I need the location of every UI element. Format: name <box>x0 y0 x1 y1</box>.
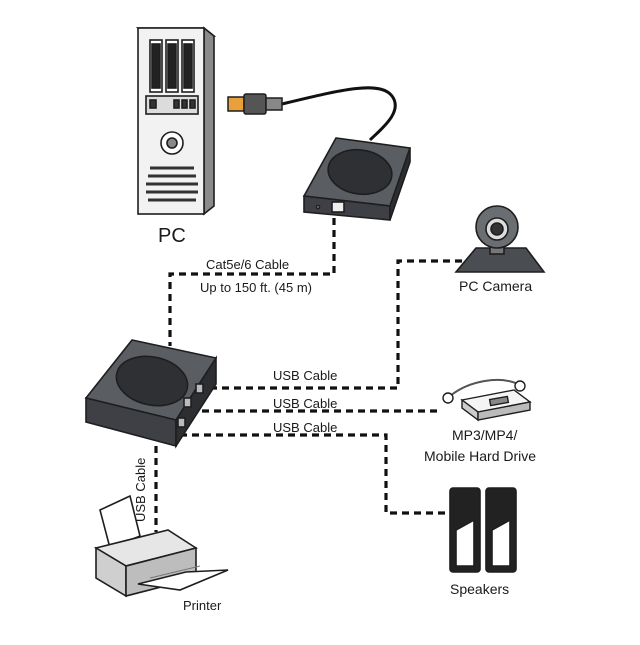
dashed-cables <box>154 218 462 532</box>
local-usb-hub-icon <box>84 339 218 449</box>
cat5e-cable <box>168 218 336 346</box>
printer-icon <box>93 494 229 598</box>
pc-camera-label: PC Camera <box>459 278 533 294</box>
remote-extender-unit-icon <box>302 137 412 221</box>
speakers-label: Speakers <box>450 581 510 597</box>
usb-cable-label-speakers: USB Cable <box>273 420 338 435</box>
printer-label: Printer <box>183 598 222 613</box>
cat-cable-label-line1: Cat5e/6 Cable <box>206 257 290 272</box>
mp3-device-icon <box>442 379 532 422</box>
pc-label: PC <box>158 225 186 247</box>
pc-usb-cable <box>227 86 397 142</box>
pc-tower-icon <box>135 26 217 216</box>
usb-cable-label-camera: USB Cable <box>273 368 338 383</box>
mp3-label-line1: MP3/MP4/ <box>452 427 518 443</box>
mp3-label-line2: Mobile Hard Drive <box>424 448 537 464</box>
speakers-icon <box>449 487 517 573</box>
usb-plug-icon <box>227 96 245 112</box>
pc-camera-icon <box>454 205 546 273</box>
cat-cable-label-line2: Up to 150 ft. (45 m) <box>200 280 312 295</box>
usb-cable-label-mp3: USB Cable <box>273 396 338 411</box>
usb-cable-label-printer: USB Cable <box>133 457 148 522</box>
usb-cable-speakers <box>180 433 450 515</box>
